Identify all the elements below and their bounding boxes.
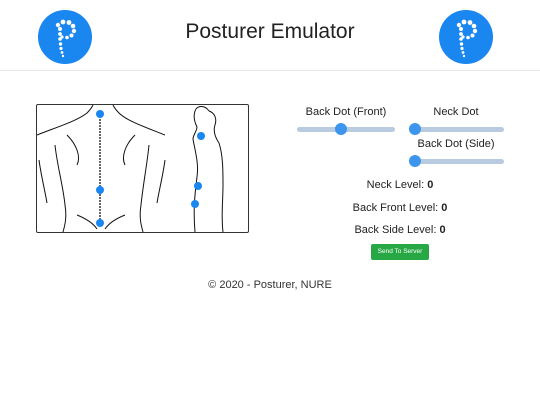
back-front-slider-label: Back Dot (Front)	[305, 106, 387, 118]
front-neck-dot[interactable]	[96, 110, 104, 118]
neck-slider-label: Neck Dot	[433, 106, 479, 118]
front-lower-dot[interactable]	[96, 219, 104, 227]
back-side-level: Back Side Level: 0	[250, 224, 540, 236]
neck-level-label: Neck Level:	[366, 179, 428, 191]
neck-level-value: 0	[427, 179, 434, 191]
back-side-slider[interactable]	[409, 155, 504, 167]
posturer-logo-right	[439, 10, 493, 64]
posture-figure-panel	[36, 104, 249, 233]
back-side-level-value: 0	[439, 224, 446, 236]
back-side-level-label: Back Side Level:	[354, 224, 440, 236]
posturer-logo-left	[38, 10, 92, 64]
back-front-slider[interactable]	[297, 123, 395, 135]
neck-level: Neck Level: 0	[250, 179, 540, 191]
side-neck-dot[interactable]	[197, 132, 205, 140]
back-side-slider-label: Back Dot (Side)	[417, 138, 495, 150]
side-lower-dot[interactable]	[191, 200, 199, 208]
back-side-slider-thumb[interactable]	[409, 155, 421, 167]
front-back-dot[interactable]	[96, 186, 104, 194]
page-title: Posturer Emulator	[185, 20, 355, 43]
footer-copyright: © 2020 - Posturer, NURE	[208, 279, 332, 291]
back-front-level-label: Back Front Level:	[352, 202, 442, 214]
header-bar: Posturer Emulator	[0, 0, 540, 71]
back-front-slider-thumb[interactable]	[335, 123, 348, 135]
posture-figure	[36, 104, 224, 233]
neck-slider[interactable]	[409, 123, 504, 135]
side-back-dot[interactable]	[194, 182, 202, 190]
send-to-server-button[interactable]: Send To Server	[371, 244, 429, 260]
neck-slider-thumb[interactable]	[409, 123, 421, 135]
back-front-level: Back Front Level: 0	[250, 202, 540, 214]
back-front-level-value: 0	[441, 202, 448, 214]
